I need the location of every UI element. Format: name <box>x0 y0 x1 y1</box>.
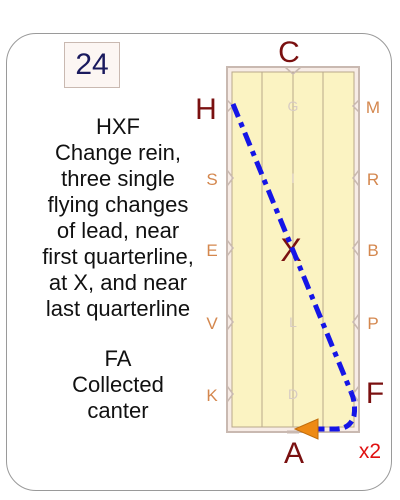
movement-1-line: HXF <box>96 114 140 139</box>
movement-number-badge: 24 <box>64 42 120 88</box>
letter-k: K <box>206 386 218 405</box>
centerline-letter-i: I <box>291 170 295 186</box>
letter-s: S <box>206 170 217 189</box>
letter-f: F <box>366 377 384 410</box>
letter-p: P <box>367 314 378 333</box>
movement-1-line: Change rein, <box>55 140 181 165</box>
centerline-letter-d: D <box>288 386 298 402</box>
letter-v: V <box>206 314 218 333</box>
letter-markers <box>226 66 360 403</box>
movement-2-line: canter <box>87 398 149 423</box>
movement-1-line: three single <box>61 166 175 191</box>
movement-1-line: at X, and near <box>48 270 188 295</box>
movement-1-description: HXF Change rein, three single flying cha… <box>22 114 214 322</box>
centerline-letter-g: G <box>288 98 299 114</box>
letter-m: M <box>366 98 380 117</box>
movement-1-line: flying changes <box>47 192 189 217</box>
marker-b <box>352 239 360 257</box>
marker-r <box>352 169 360 187</box>
letter-r: R <box>367 170 379 189</box>
marker-k <box>226 385 234 403</box>
marker-v <box>226 313 234 331</box>
marker-m <box>351 99 360 113</box>
movement-1-line: of lead, near <box>56 218 180 243</box>
repeat-count: x2 <box>359 440 381 463</box>
letter-b: B <box>367 241 378 260</box>
marker-s <box>226 169 234 187</box>
movement-2-line: FA <box>104 346 132 371</box>
movement-2-line: Collected <box>72 372 164 397</box>
letter-c: C <box>278 36 300 69</box>
letter-a: A <box>284 437 304 470</box>
movement-number: 24 <box>75 48 109 81</box>
marker-e <box>226 239 234 257</box>
path-hxf <box>230 103 354 393</box>
marker-c <box>284 66 302 75</box>
centerline-letter-l: L <box>289 314 297 330</box>
marker-p <box>352 313 360 331</box>
movement-1-line: first quarterline, <box>42 244 194 269</box>
letter-e: E <box>206 241 217 260</box>
path-fa <box>318 390 358 432</box>
movement-2-description: FA Collected canter <box>22 346 214 424</box>
movement-1-line: last quarterline <box>45 296 191 321</box>
letter-h: H <box>195 93 217 126</box>
direction-arrow-icon <box>293 418 319 440</box>
